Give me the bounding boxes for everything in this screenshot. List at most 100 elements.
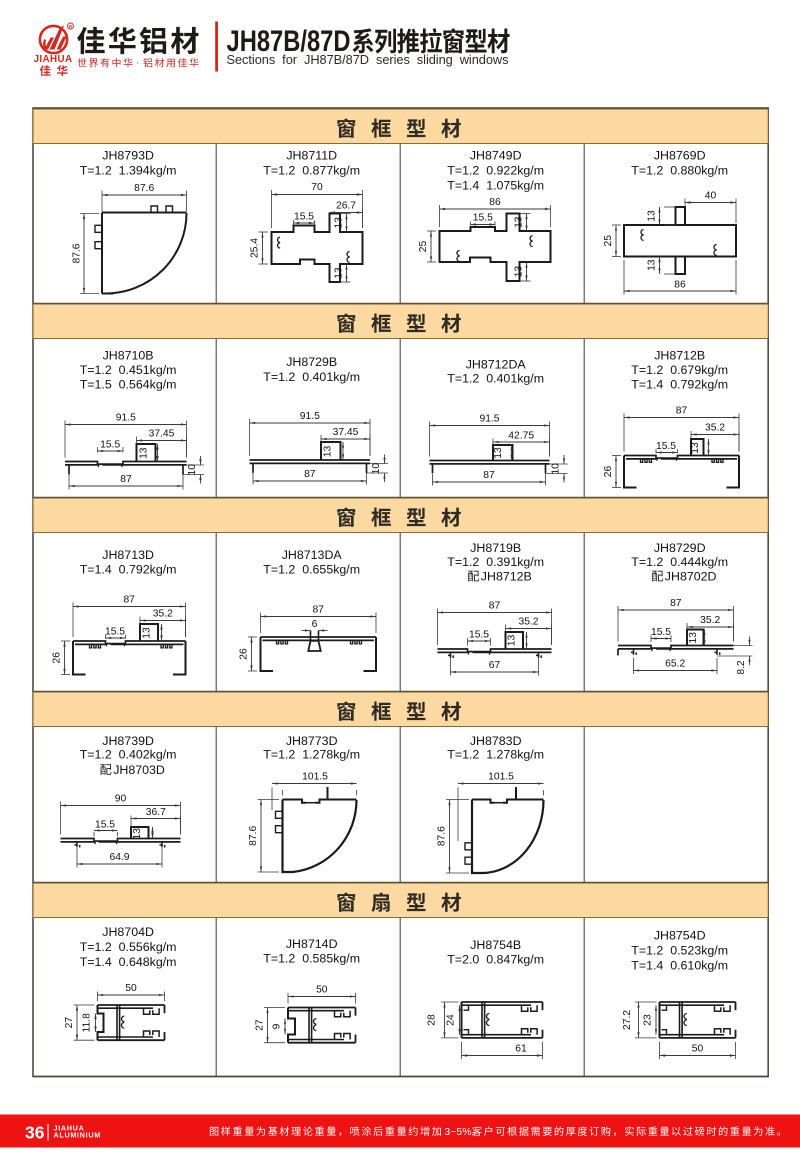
svg-text:35.2: 35.2 [705,423,725,434]
svg-text:36.7: 36.7 [146,807,166,818]
svg-text:9: 9 [272,1023,283,1029]
svg-text:JH8729B: JH8729B [286,355,337,369]
svg-text:JH8712B: JH8712B [654,349,705,363]
svg-text:50: 50 [316,985,328,996]
svg-text:T=1.2 0.922kg/m: T=1.2 0.922kg/m [447,164,544,178]
svg-text:T=1.2 0.451kg/m: T=1.2 0.451kg/m [80,363,177,377]
svg-text:T=1.2 0.679kg/m: T=1.2 0.679kg/m [631,363,728,377]
svg-text:25.4: 25.4 [250,238,261,258]
svg-text:37.45: 37.45 [149,429,175,440]
svg-text:13: 13 [647,210,658,222]
svg-text:65.2: 65.2 [665,659,685,670]
svg-text:64.9: 64.9 [109,852,129,863]
svg-text:35.2: 35.2 [153,609,173,620]
svg-text:3~5%,: 3~5%, [444,1126,474,1138]
svg-text:T=1.4 0.792kg/m: T=1.4 0.792kg/m [80,563,177,577]
svg-text:87.6: 87.6 [72,243,83,263]
svg-text:T=1.2 1.278kg/m: T=1.2 1.278kg/m [263,748,360,762]
svg-text:87: 87 [483,470,495,481]
svg-text:13: 13 [690,442,701,454]
svg-text:JIAHUA: JIAHUA [54,1124,85,1133]
svg-text:JH8739D: JH8739D [102,734,154,748]
svg-text:T=1.5 0.564kg/m: T=1.5 0.564kg/m [80,378,177,392]
svg-text:15.5: 15.5 [100,440,120,451]
svg-text:15.5: 15.5 [473,213,493,224]
svg-text:27.2: 27.2 [622,1010,633,1030]
svg-text:13: 13 [334,267,345,279]
svg-text:JH8793D: JH8793D [102,149,154,163]
svg-text:91.5: 91.5 [300,411,320,422]
svg-text:15.5: 15.5 [469,630,489,641]
svg-text:JH8714D: JH8714D [286,937,338,951]
svg-text:40: 40 [705,191,717,202]
svg-text:87: 87 [489,601,501,612]
svg-text:87: 87 [120,474,132,485]
svg-text:T=1.2 0.402kg/m: T=1.2 0.402kg/m [80,748,177,762]
svg-text:T=1.2 0.556kg/m: T=1.2 0.556kg/m [80,940,177,954]
svg-text:10: 10 [551,463,562,475]
svg-text:T=1.2 0.877kg/m: T=1.2 0.877kg/m [263,164,360,178]
svg-text:JH8713D: JH8713D [102,548,154,562]
svg-text:JH8719B: JH8719B [470,541,521,555]
svg-text:70: 70 [311,182,323,193]
svg-text:6: 6 [312,619,318,630]
svg-text:JH8769D: JH8769D [654,149,706,163]
svg-text:JH8754D: JH8754D [654,929,706,943]
svg-text:T=1.2 0.444kg/m: T=1.2 0.444kg/m [631,555,728,569]
svg-text:T=1.2 0.401kg/m: T=1.2 0.401kg/m [447,372,544,386]
svg-text:23: 23 [643,1014,654,1026]
svg-text:13: 13 [142,627,153,639]
svg-text:JH8702D: JH8702D [665,570,717,584]
svg-text:91.5: 91.5 [479,414,499,425]
svg-text:13: 13 [688,632,699,644]
svg-text:JH8710B: JH8710B [103,349,154,363]
svg-text:13: 13 [647,259,658,271]
svg-text:Sections for JH87B/87D seri: Sections for JH87B/87D series sliding wi… [227,52,509,67]
svg-text:JH8729D: JH8729D [654,541,706,555]
svg-text:87.6: 87.6 [134,183,154,194]
svg-text:13: 13 [507,635,518,647]
svg-text:13: 13 [323,446,334,458]
svg-text:10: 10 [371,463,382,475]
svg-text:90: 90 [115,794,127,805]
svg-text:13: 13 [132,828,143,840]
svg-text:T=2.0 0.847kg/m: T=2.0 0.847kg/m [447,953,544,967]
svg-text:JH8713DA: JH8713DA [282,548,343,562]
svg-text:50: 50 [692,1044,704,1055]
svg-text:26.7: 26.7 [336,201,356,212]
svg-text:13: 13 [139,447,150,459]
svg-text:25: 25 [603,235,614,247]
svg-text:13: 13 [514,216,525,228]
svg-text:JH8783D: JH8783D [470,734,522,748]
svg-text:27: 27 [255,1019,266,1031]
svg-text:T=1.2 0.880kg/m: T=1.2 0.880kg/m [631,164,728,178]
svg-text:15.5: 15.5 [656,441,676,452]
svg-text:87.6: 87.6 [437,826,448,846]
svg-text:26: 26 [52,652,63,664]
svg-text:87: 87 [123,595,135,606]
svg-text:10: 10 [187,464,198,476]
svg-text:JH87B/87D: JH87B/87D [227,25,351,58]
svg-text:13: 13 [514,266,525,278]
svg-text:101.5: 101.5 [488,772,514,783]
svg-text:JH8703D: JH8703D [113,763,165,777]
svg-text:JH8711D: JH8711D [286,149,337,163]
svg-text:13: 13 [493,447,504,459]
svg-text:T=1.2 1.278kg/m: T=1.2 1.278kg/m [447,748,544,762]
svg-text:T=1.2 0.401kg/m: T=1.2 0.401kg/m [263,370,360,384]
svg-text:87.6: 87.6 [248,826,259,846]
svg-text:JH8773D: JH8773D [286,734,338,748]
svg-text:42.75: 42.75 [508,431,534,442]
svg-text:ALUMINIUM: ALUMINIUM [54,1131,101,1140]
svg-text:28: 28 [427,1014,438,1026]
svg-text:JH8754B: JH8754B [470,938,521,952]
svg-text:15.5: 15.5 [105,627,125,638]
svg-text:T=1.2 0.585kg/m: T=1.2 0.585kg/m [263,952,360,966]
svg-text:JH8749D: JH8749D [470,149,522,163]
svg-text:T=1.4 0.792kg/m: T=1.4 0.792kg/m [631,378,728,392]
svg-text:T=1.2 1.394kg/m: T=1.2 1.394kg/m [80,164,177,178]
svg-text:·: · [136,58,139,69]
svg-text:11.8: 11.8 [82,1013,93,1033]
svg-text:15.5: 15.5 [95,819,115,830]
svg-text:24: 24 [446,1014,457,1026]
